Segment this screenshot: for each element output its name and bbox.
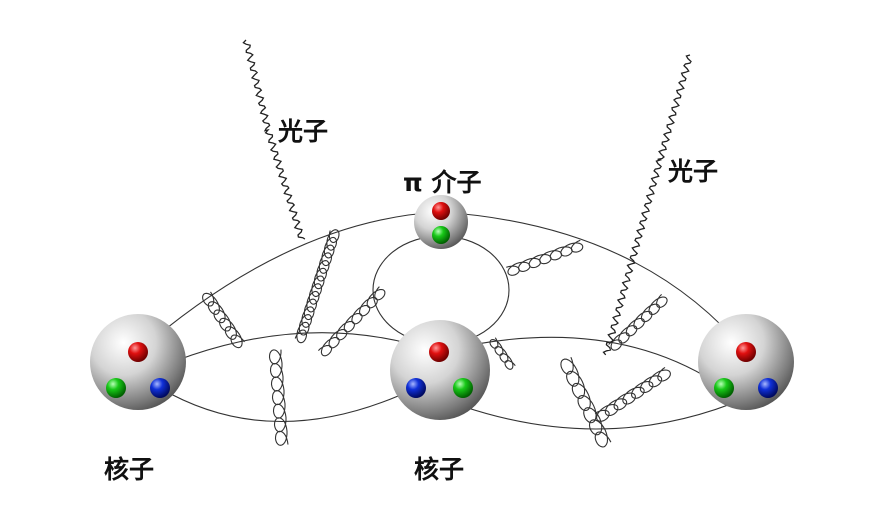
quark-red [128,342,148,362]
nucleon-label-center: 核子 [414,455,465,484]
gluon [318,286,386,357]
top-arc-left [137,211,441,353]
quark-red [736,342,756,362]
photon-line [242,39,306,240]
quark-green [714,378,734,398]
pion [414,195,468,249]
gluon [594,366,671,422]
photon-label-left: 光子 [278,117,329,146]
gluons [202,229,671,448]
gluon [608,294,668,351]
photon-label-right: 光子 [668,157,719,186]
gluon [294,229,340,344]
quark-red [429,342,449,362]
gluon [489,337,516,370]
quark-green [106,378,126,398]
pion-label: π 介子 [403,168,482,197]
quark-green [432,226,450,244]
photon-line [602,54,692,356]
gluon [268,349,289,446]
nucleon-center [390,320,490,420]
nucleon-left [90,314,186,410]
quark-blue [758,378,778,398]
gluon [506,239,584,276]
gluon [202,291,245,349]
top-arc-right [439,211,747,353]
quark-green [453,378,473,398]
quark-red [432,202,450,220]
gluon [560,357,612,448]
bottom-arc-left [159,387,417,422]
nucleon-label-left: 核子 [104,455,155,484]
nucleon-right [698,314,794,410]
quark-blue [150,378,170,398]
photons [242,39,692,356]
quark-blue [406,378,426,398]
